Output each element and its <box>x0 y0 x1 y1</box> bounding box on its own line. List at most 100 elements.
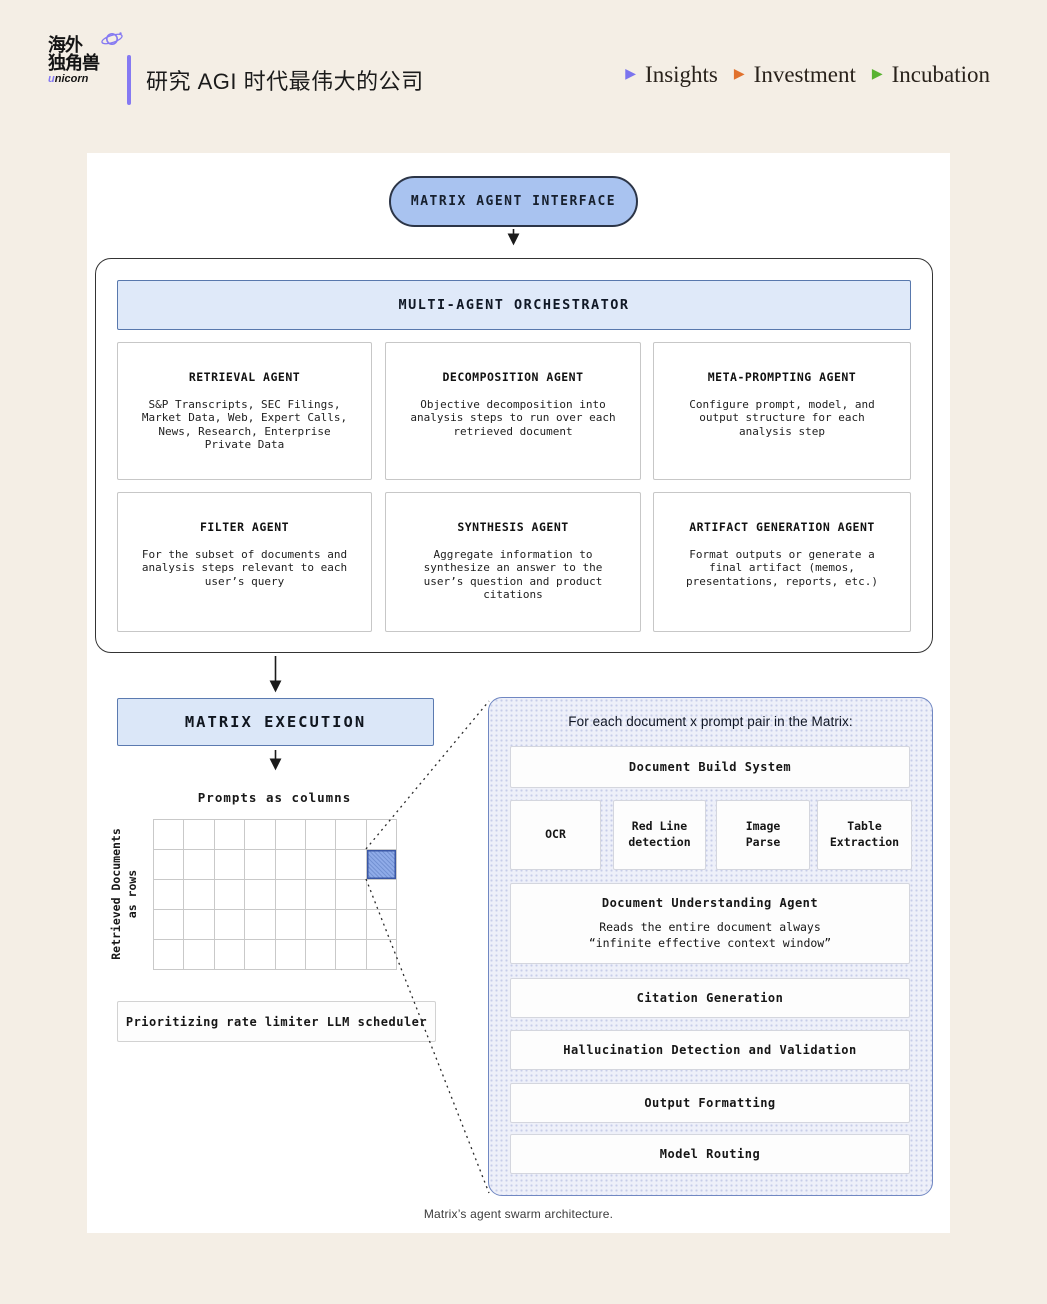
agent-card-meta-prompting: META-PROMPTING AGENT Configure prompt, m… <box>653 342 911 480</box>
citation-generation-box: Citation Generation <box>510 978 910 1018</box>
matrix-cell <box>214 850 246 880</box>
matrix-cell <box>154 820 185 850</box>
output-formatting-box: Output Formatting <box>510 1083 910 1123</box>
triangle-marker-icon: ▶ <box>733 67 745 82</box>
agent-title: FILTER AGENT <box>199 520 290 534</box>
nav-label: Incubation <box>891 62 990 87</box>
nav-item-insights[interactable]: ▶ Insights <box>625 62 718 88</box>
hallucination-detection-box: Hallucination Detection and Validation <box>510 1030 910 1070</box>
matrix-columns-label: Prompts as columns <box>197 790 352 805</box>
document-build-system-box: Document Build System <box>510 746 910 788</box>
matrix-cell <box>305 850 337 880</box>
agent-body: Aggregate information to synthesize an a… <box>423 548 603 602</box>
matrix-cell <box>366 820 397 850</box>
tool-box-ocr: OCR <box>510 800 601 870</box>
matrix-cell <box>305 940 337 970</box>
matrix-cell <box>245 940 276 970</box>
agent-title: DECOMPOSITION AGENT <box>442 370 584 384</box>
matrix-cell <box>214 910 246 940</box>
matrix-cell <box>184 910 215 940</box>
header-nav: ▶ Insights ▶ Investment ▶ Incubation <box>625 62 990 88</box>
matrix-cell <box>245 910 276 940</box>
matrix-cell <box>245 880 276 910</box>
agent-body: S&P Transcripts, SEC Filings, Market Dat… <box>141 398 348 452</box>
matrix-cell <box>245 850 276 880</box>
nav-item-investment[interactable]: ▶ Investment <box>734 62 856 88</box>
agent-title: RETRIEVAL AGENT <box>188 370 301 384</box>
matrix-cell <box>275 880 306 910</box>
matrix-cell <box>305 910 337 940</box>
matrix-cell <box>154 940 185 970</box>
agent-title: ARTIFACT GENERATION AGENT <box>689 520 875 534</box>
matrix-cell <box>154 850 185 880</box>
figure-caption: Matrix’s agent swarm architecture. <box>423 1207 614 1221</box>
agent-title: SYNTHESIS AGENT <box>457 520 569 534</box>
box-label: Citation Generation <box>636 991 784 1005</box>
matrix-cell <box>184 850 215 880</box>
nav-label: Investment <box>753 62 856 87</box>
box-label: Model Routing <box>659 1147 761 1161</box>
panel-header: For each document x prompt pair in the M… <box>568 714 853 729</box>
matrix-cell <box>305 880 337 910</box>
matrix-cell <box>275 940 306 970</box>
tool-box-table-extraction: Table Extraction <box>817 800 912 870</box>
matrix-cell <box>336 820 367 850</box>
planet-icon <box>100 30 124 53</box>
matrix-cell <box>336 910 367 940</box>
matrix-cell <box>154 910 185 940</box>
matrix-cell <box>336 940 367 970</box>
multi-agent-orchestrator-bar: MULTI-AGENT ORCHESTRATOR <box>117 280 911 330</box>
matrix-cell <box>366 910 397 940</box>
box-label: Document Build System <box>628 760 792 774</box>
triangle-marker-icon: ▶ <box>625 67 637 82</box>
agent-card-artifact-generation: ARTIFACT GENERATION AGENT Format outputs… <box>653 492 911 632</box>
agent-body: Format outputs or generate a final artif… <box>685 548 879 588</box>
logo-text-line1: 海外 <box>48 35 83 55</box>
matrix-cell <box>336 850 367 880</box>
matrix-agent-interface-node: MATRIX AGENT INTERFACE <box>389 176 638 227</box>
matrix-cell <box>336 880 367 910</box>
matrix-cell <box>214 940 246 970</box>
matrix-cell <box>366 880 397 910</box>
matrix-rows-label: Retrieved Documents as rows <box>109 828 139 960</box>
matrix-cell-highlighted <box>366 850 397 880</box>
box-label: Hallucination Detection and Validation <box>563 1043 857 1057</box>
agent-card-filter: FILTER AGENT For the subset of documents… <box>117 492 372 632</box>
matrix-grid <box>153 819 397 970</box>
matrix-cell <box>366 940 397 970</box>
tool-box-red-line-detection: Red Line detection <box>613 800 706 870</box>
header-divider <box>127 55 131 105</box>
site-tagline: 研究 AGI 时代最伟大的公司 <box>146 69 424 94</box>
matrix-cell <box>305 820 337 850</box>
agent-card-decomposition: DECOMPOSITION AGENT Objective decomposit… <box>385 342 641 480</box>
matrix-cell <box>245 820 276 850</box>
matrix-cell <box>184 940 215 970</box>
agent-card-synthesis: SYNTHESIS AGENT Aggregate information to… <box>385 492 641 632</box>
document-understanding-agent-box: Document Understanding Agent Reads the e… <box>510 883 910 964</box>
agent-body: Configure prompt, model, and output stru… <box>689 398 875 438</box>
matrix-cell <box>275 910 306 940</box>
nav-label: Insights <box>645 62 718 87</box>
agent-card-retrieval: RETRIEVAL AGENT S&P Transcripts, SEC Fil… <box>117 342 372 480</box>
matrix-cell <box>275 850 306 880</box>
logo-text-line2: 独角兽 <box>48 53 100 73</box>
box-label: Output Formatting <box>644 1096 776 1110</box>
matrix-cell <box>214 880 246 910</box>
matrix-cell <box>275 820 306 850</box>
agent-body: For the subset of documents and analysis… <box>141 548 348 588</box>
box-title: Document Understanding Agent <box>601 895 819 910</box>
tool-box-image-parse: Image Parse <box>716 800 810 870</box>
site-logo[interactable]: 海外 独角兽 unicorn <box>48 32 138 85</box>
matrix-cell <box>184 820 215 850</box>
agent-title: META-PROMPTING AGENT <box>707 370 857 384</box>
triangle-marker-icon: ▶ <box>871 67 883 82</box>
agent-body: Objective decomposition into analysis st… <box>410 398 616 438</box>
matrix-cell <box>154 880 185 910</box>
scheduler-box: Prioritizing rate limiter LLM scheduler <box>117 1001 436 1042</box>
nav-item-incubation[interactable]: ▶ Incubation <box>872 62 990 88</box>
box-body: Reads the entire document always “infini… <box>588 919 832 950</box>
matrix-cell <box>184 880 215 910</box>
matrix-cell <box>214 820 246 850</box>
logo-subtext: unicorn <box>48 73 89 85</box>
